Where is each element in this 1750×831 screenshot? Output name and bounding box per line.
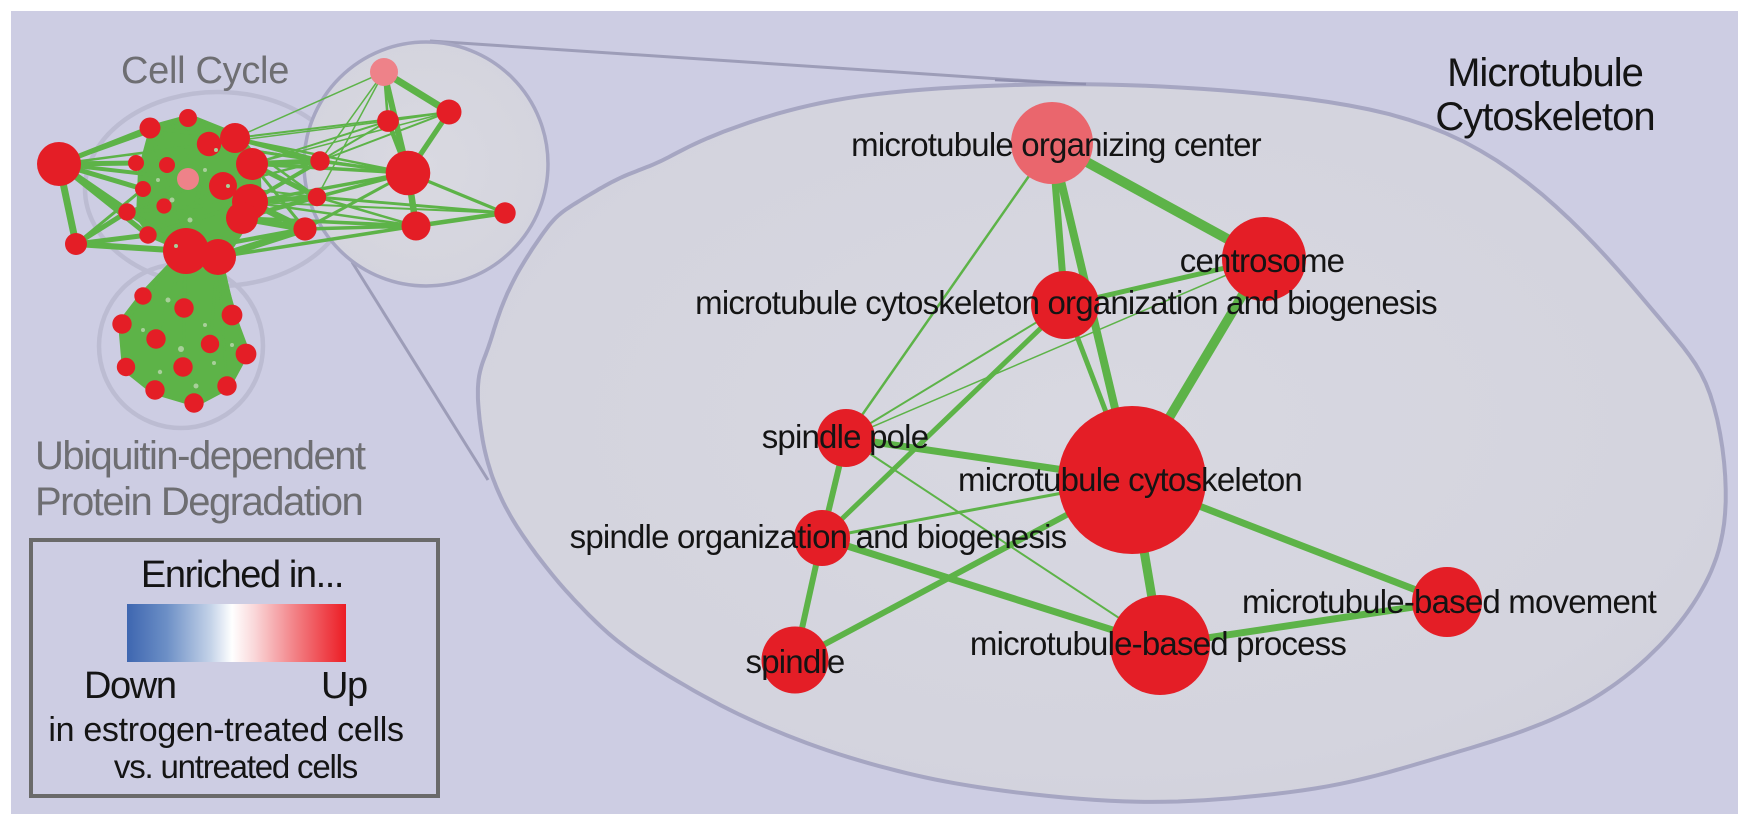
svg-text:microtubule organizing center: microtubule organizing center (851, 126, 1262, 163)
svg-text:microtubule cytoskeleton organ: microtubule cytoskeleton organization an… (695, 284, 1437, 321)
svg-text:Cytoskeleton: Cytoskeleton (1435, 95, 1654, 139)
svg-text:spindle organization and bioge: spindle organization and biogenesis (570, 518, 1067, 555)
svg-text:Microtubule: Microtubule (1447, 51, 1643, 95)
svg-text:vs. untreated cells: vs. untreated cells (114, 748, 358, 785)
svg-text:microtubule-based process: microtubule-based process (970, 625, 1346, 662)
svg-text:Cell Cycle: Cell Cycle (121, 50, 289, 92)
svg-text:microtubule-based movement: microtubule-based movement (1242, 583, 1657, 620)
svg-text:Enriched in...: Enriched in... (141, 554, 343, 596)
svg-text:Down: Down (84, 665, 176, 707)
svg-text:in estrogen-treated cells: in estrogen-treated cells (48, 711, 403, 749)
svg-text:microtubule cytoskeleton: microtubule cytoskeleton (958, 461, 1302, 498)
svg-text:spindle: spindle (746, 643, 845, 680)
svg-text:Up: Up (321, 665, 367, 707)
svg-text:centrosome: centrosome (1180, 242, 1344, 279)
svg-text:spindle pole: spindle pole (762, 418, 929, 455)
svg-text:Ubiquitin-dependent: Ubiquitin-dependent (35, 434, 366, 478)
svg-text:Protein Degradation: Protein Degradation (35, 480, 362, 524)
